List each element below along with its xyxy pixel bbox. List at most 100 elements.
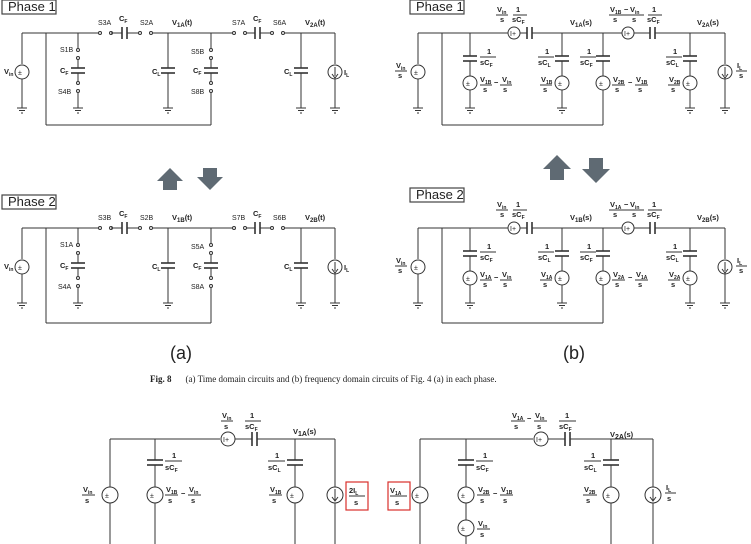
pm-sign: I+	[624, 31, 630, 38]
den-s: s	[272, 496, 276, 505]
box-v1a: V1A	[390, 486, 402, 497]
src-left-b: Vin	[502, 75, 511, 86]
il-s-label: IL	[666, 483, 671, 494]
frac-one: 1	[487, 242, 491, 251]
den-s: s	[168, 496, 172, 505]
switch-s4b: S4B	[58, 89, 72, 96]
pm-sign: I+	[223, 437, 229, 444]
src-a: V1B	[166, 485, 178, 496]
minus-sign: −	[493, 489, 498, 498]
den-s: s	[671, 280, 675, 289]
scf-label: sCF	[476, 463, 489, 474]
cf-mid-label: CF	[193, 66, 201, 77]
highlight-box-v1a	[387, 481, 411, 511]
switch-s5b: S5B	[191, 49, 205, 56]
src-cl: V2B	[584, 485, 596, 496]
node-v1a-s: V1A(s)	[570, 18, 592, 29]
minus-sign: −	[624, 200, 629, 209]
den-s: s	[632, 15, 636, 24]
vin-label: Vin	[4, 67, 13, 78]
scf-label: sCF	[580, 253, 593, 264]
scl-label: sCL	[538, 58, 551, 69]
frac-one: 1	[275, 451, 279, 460]
figure-caption: Fig. 8(a) Time domain circuits and (b) f…	[150, 374, 497, 384]
scf-label: sCF	[165, 463, 178, 474]
pm-sign: ±	[18, 265, 22, 272]
pm-sign: ±	[558, 81, 562, 88]
cl2-label: CL	[284, 67, 292, 78]
arrow-down-icon	[197, 168, 223, 190]
switch-s7b: S7B	[232, 215, 246, 222]
phase1-label-box-b	[409, 0, 465, 15]
phase2-label-box	[1, 194, 57, 210]
src-left-b: Vin	[502, 270, 511, 281]
scl-label: sCL	[666, 58, 679, 69]
den-s: s	[480, 496, 484, 505]
den-s: s	[483, 280, 487, 289]
minus-sign: −	[494, 273, 499, 282]
node-v1a-t: V1A(t)	[172, 18, 193, 29]
pm-sign: I+	[624, 226, 630, 233]
den-s: s	[503, 280, 507, 289]
switch-s4a: S4A	[58, 284, 72, 291]
frac-one: 1	[545, 242, 549, 251]
den-s: s	[613, 15, 617, 24]
scl-label: sCL	[666, 253, 679, 264]
den-s: s	[224, 422, 228, 431]
minus-sign: −	[628, 78, 633, 87]
pm-sign: ±	[290, 493, 294, 500]
src-b: V1B	[501, 485, 513, 496]
pm-sign: I+	[510, 226, 516, 233]
scl-label: sCL	[584, 463, 597, 474]
vin-s-top: Vin	[222, 411, 231, 422]
frac-one: 1	[591, 451, 595, 460]
src-top2-a: V1B	[610, 5, 622, 16]
node-v2a-s-bottom: V2A(s)	[610, 430, 634, 441]
den-s: s	[739, 266, 743, 275]
vin-s-label: Vin	[83, 485, 92, 496]
cl1-label: CL	[152, 262, 160, 273]
scf-label: sCF	[480, 253, 493, 264]
src-top1-den: s	[500, 15, 504, 24]
den-s: s	[514, 422, 518, 431]
top-b: Vin	[535, 411, 544, 422]
panel-b-letter: (b)	[563, 343, 585, 363]
box-2il: 2IL	[349, 486, 358, 497]
src-cl1: V1A	[541, 270, 553, 281]
den-s: s	[503, 85, 507, 94]
pm-sign: ±	[18, 70, 22, 77]
phase2-label: Phase 2	[8, 194, 56, 209]
den-s: s	[503, 496, 507, 505]
frac-one: 1	[545, 47, 549, 56]
den-s: s	[638, 280, 642, 289]
frac-one: 1	[587, 47, 591, 56]
pm-sign: ±	[466, 81, 470, 88]
frac-one: 1	[487, 47, 491, 56]
src-cl2: V2A	[669, 270, 681, 281]
switch-s3b: S3B	[98, 215, 112, 222]
pm-sign: ±	[414, 265, 418, 272]
frac-one: 1	[483, 451, 487, 460]
src-mid-a: V2B	[613, 75, 625, 86]
src-top2-b: Vin	[630, 200, 639, 211]
scl-label: sCL	[538, 253, 551, 264]
den-s: s	[667, 494, 671, 503]
cf-top-label: CF	[119, 209, 127, 220]
phase1-label-box	[1, 0, 57, 15]
node-v1a-s-bottom: V1A(s)	[293, 427, 317, 438]
den-s: s	[480, 530, 484, 539]
il-label: IL	[344, 68, 349, 79]
minus-sign: −	[624, 5, 629, 14]
scf-label: sCF	[480, 58, 493, 69]
src-mid-b: V1A	[636, 270, 648, 281]
pm-sign: ±	[466, 276, 470, 283]
minus-sign: −	[494, 78, 499, 87]
den-s: s	[191, 496, 195, 505]
cf-left-label: CF	[60, 66, 68, 77]
node-v2a-s: V2A(s)	[697, 18, 719, 29]
den-s: s	[398, 266, 402, 275]
frac-one: 1	[250, 411, 254, 420]
frac-one: 1	[516, 200, 520, 209]
cl2-label: CL	[284, 262, 292, 273]
src-top1-label: Vin	[497, 5, 506, 16]
